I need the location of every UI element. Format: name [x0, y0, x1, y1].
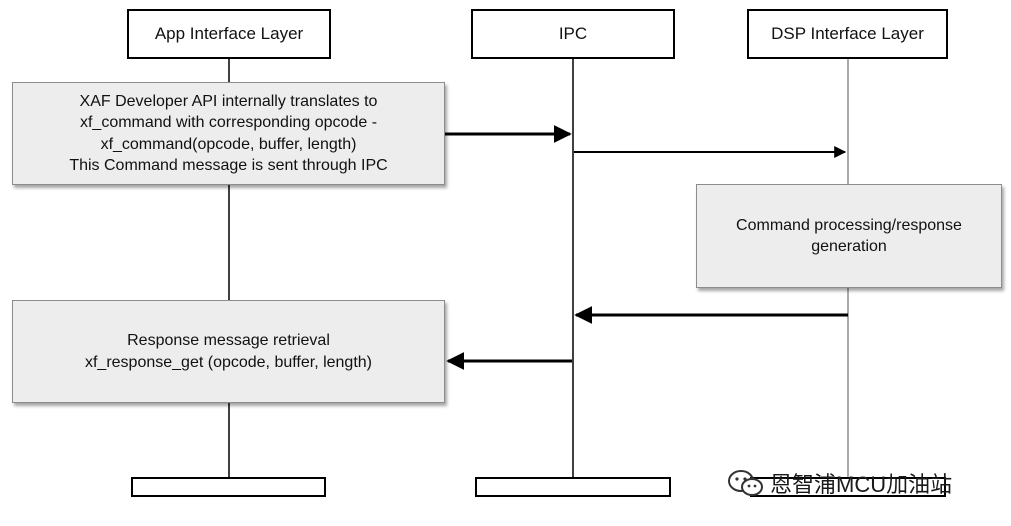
note-line: xf_response_get (opcode, buffer, length) [84, 353, 372, 371]
note-line: XAF Developer API internally translates … [79, 92, 378, 110]
note-response-retrieval: Response message retrieval xf_response_g… [12, 300, 445, 403]
note-line: xf_command with corresponding opcode - [79, 114, 378, 131]
lane-footer-app [131, 477, 326, 497]
note-line: generation [811, 238, 887, 255]
note-line: Command processing/response [736, 216, 962, 234]
lane-footer-ipc [475, 477, 671, 497]
lane-header-ipc: IPC [471, 9, 675, 59]
note-line: xf_command(opcode, buffer, length) [100, 135, 357, 153]
watermark-text: 恩智浦MCU加油站 [770, 472, 953, 497]
wechat-icon [728, 470, 763, 496]
note-command-send: XAF Developer API internally translates … [12, 82, 445, 185]
note-line: This Command message is sent through IPC [69, 157, 388, 174]
note-dsp-processing: Command processing/response generation [696, 184, 1002, 288]
note-line: Response message retrieval [127, 332, 330, 349]
lane-header-dsp: DSP Interface Layer [747, 9, 948, 59]
lane-header-app: App Interface Layer [127, 9, 331, 59]
watermark: 恩智浦MCU加油站 [726, 466, 952, 500]
